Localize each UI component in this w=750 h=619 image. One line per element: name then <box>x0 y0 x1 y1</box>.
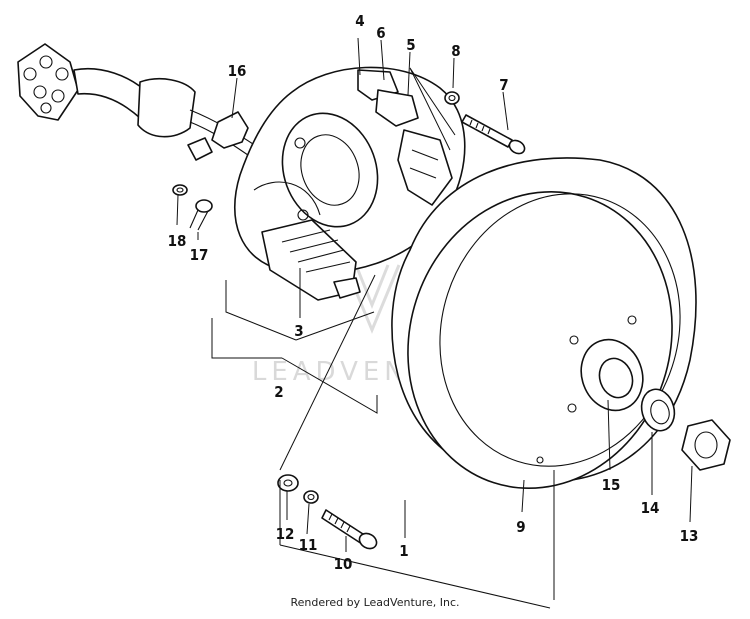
callout-7: 7 <box>499 76 508 94</box>
callout-6: 6 <box>376 24 385 42</box>
lock-washer-11 <box>303 490 319 504</box>
callout-3: 3 <box>294 322 303 340</box>
washer-18 <box>172 184 188 196</box>
callouts: 4 6 5 8 7 16 18 17 3 2 12 11 10 1 9 15 1… <box>168 12 699 573</box>
callout-4: 4 <box>355 12 364 30</box>
callout-14: 14 <box>641 499 660 517</box>
screw-7 <box>461 114 526 155</box>
screw-17 <box>189 199 213 231</box>
callout-10: 10 <box>334 555 353 573</box>
callout-8: 8 <box>451 42 460 60</box>
callout-15: 15 <box>602 476 621 494</box>
washer-12 <box>277 474 299 492</box>
callout-11: 11 <box>299 536 318 554</box>
leader-lines <box>176 37 693 609</box>
bolt-10 <box>321 509 378 550</box>
wire-clamp <box>187 111 249 161</box>
callout-17: 17 <box>190 246 209 264</box>
washer-8 <box>444 91 460 105</box>
exciter-coil-3 <box>261 219 361 301</box>
callout-16: 16 <box>228 62 247 80</box>
callout-5: 5 <box>406 36 415 54</box>
washer-14 <box>640 388 676 432</box>
callout-9: 9 <box>516 518 525 536</box>
nut-13 <box>681 419 731 471</box>
wire-harness-connector <box>17 43 263 163</box>
rotor-hub-15 <box>580 338 644 412</box>
callout-2: 2 <box>274 383 283 401</box>
footer-credit: Rendered by LeadVenture, Inc. <box>290 596 460 609</box>
callout-12: 12 <box>276 525 295 543</box>
callout-1: 1 <box>399 542 408 560</box>
callout-18: 18 <box>168 232 187 250</box>
callout-13: 13 <box>680 527 699 545</box>
breaker-point-assembly <box>357 69 453 206</box>
